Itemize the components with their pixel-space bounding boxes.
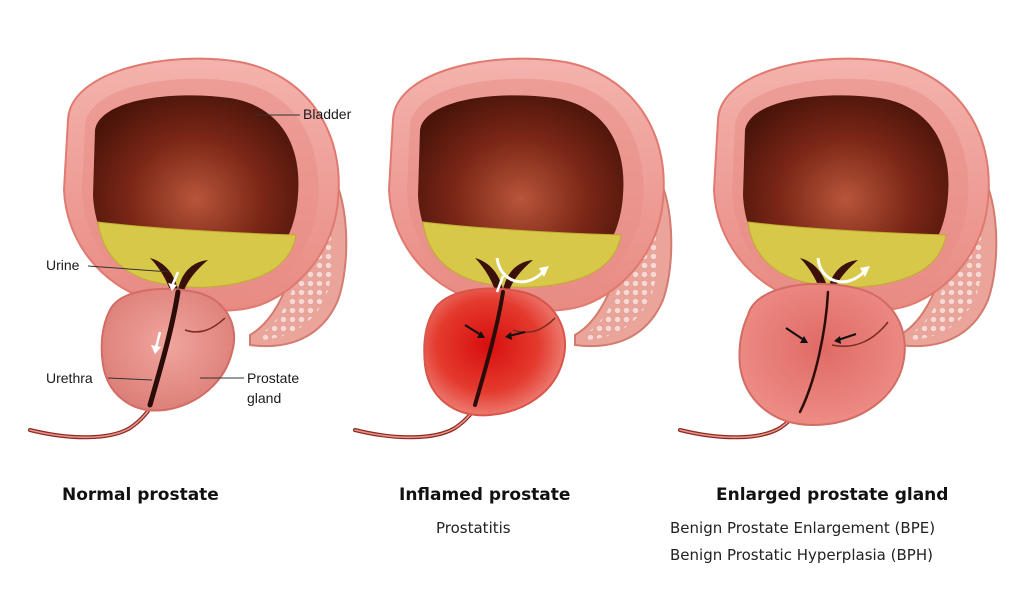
label-prostate: Prostate <box>247 370 300 386</box>
panel-enlarged-illustration <box>678 56 999 440</box>
caption-inflamed-title: Inflamed prostate <box>399 485 571 505</box>
obstructed-flow-arrow-icon <box>816 257 866 284</box>
caption-enlarged-subtitle-bpe: Benign Prostate Enlargement (BPE) <box>670 519 936 537</box>
urine-leader-line <box>87 265 171 273</box>
caption-enlarged-subtitle-bph: Benign Prostatic Hyperplasia (BPH) <box>670 546 933 564</box>
panel-normal-illustration <box>28 56 349 440</box>
label-bladder: Bladder <box>303 106 352 122</box>
caption-inflamed-subtitle: Prostatitis <box>436 519 511 537</box>
caption-normal-title: Normal prostate <box>62 485 219 505</box>
flow-arrow-icon <box>170 271 180 287</box>
compression-arrow-icon <box>837 333 857 341</box>
label-urethra: Urethra <box>46 370 93 386</box>
compression-arrow-icon <box>464 324 482 336</box>
label-gland: gland <box>247 390 282 406</box>
compression-arrow-icon <box>508 331 526 337</box>
label-urine: Urine <box>46 257 80 273</box>
panel-inflamed-illustration <box>353 56 674 440</box>
normal-prostate <box>100 288 236 412</box>
inflamed-prostate <box>423 287 566 417</box>
obstructed-flow-arrow-icon <box>495 257 545 284</box>
caption-enlarged-title: Enlarged prostate gland <box>716 485 949 505</box>
urethra-leader-line <box>107 377 153 381</box>
flow-arrow-icon <box>154 331 162 349</box>
enlarged-prostate <box>738 282 906 427</box>
compression-arrow-icon <box>785 327 805 341</box>
